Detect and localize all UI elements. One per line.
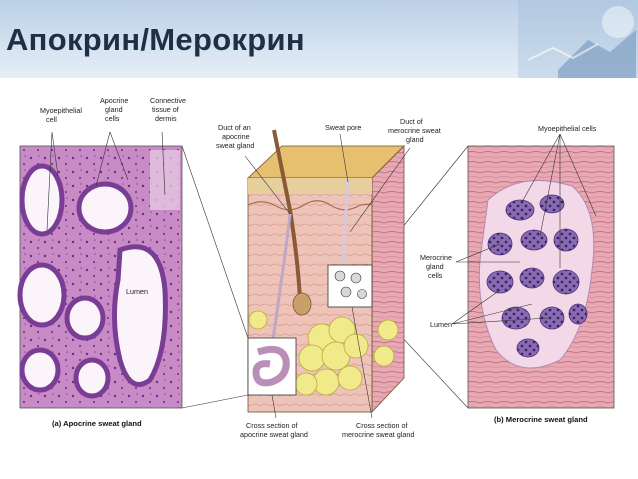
merocrine-micrograph <box>467 145 615 409</box>
slide-title: Апокрин/Мерокрин <box>6 22 305 57</box>
apocrine-cross-section-inset <box>247 337 297 396</box>
label-sweat-pore: Sweat pore <box>325 123 361 132</box>
merocrine-label-myoepithelial: Myoepithelial cells <box>538 124 597 133</box>
merocrine-label-lumen: Lumen <box>430 320 452 329</box>
header-decoration <box>518 0 638 78</box>
merocrine-cross-section-inset <box>327 264 373 308</box>
slide-header: Апокрин/Мерокрин <box>0 0 638 78</box>
apocrine-label-lumen: Lumen <box>126 287 148 296</box>
apocrine-micrograph <box>17 145 183 409</box>
apocrine-caption: (a) Apocrine sweat gland <box>52 419 142 428</box>
merocrine-caption: (b) Merocrine sweat gland <box>494 415 588 424</box>
